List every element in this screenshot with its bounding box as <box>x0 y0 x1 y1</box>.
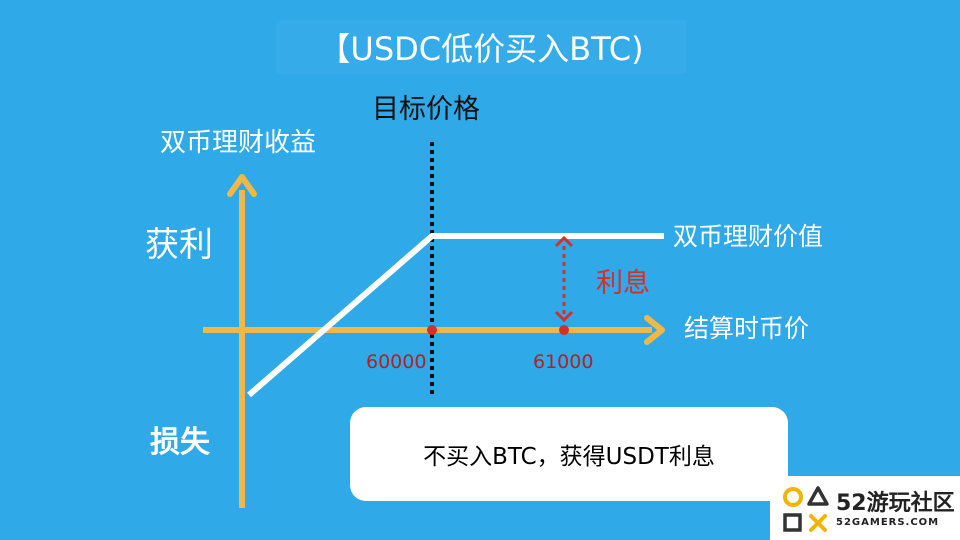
interest-arrow-bottom <box>554 310 574 323</box>
interest-arrow-top <box>554 235 574 248</box>
price-label-60000: 60000 <box>366 351 427 373</box>
price-label-61000: 61000 <box>533 351 594 373</box>
profit-label: 获利 <box>145 225 213 265</box>
brand-watermark: 52游玩社区 52GAMERS.COM <box>770 476 960 540</box>
price-point-61000 <box>559 325 569 335</box>
loss-label: 损失 <box>150 425 210 460</box>
title-banner: 【USDC低价买入BTC) <box>276 20 686 74</box>
page-title: 【USDC低价买入BTC) <box>318 30 644 68</box>
y-axis-label: 双币理财收益 <box>160 128 317 158</box>
payoff-line <box>247 233 664 398</box>
playstation-buttons-icon <box>783 486 829 532</box>
price-point-60000 <box>427 325 437 335</box>
brand-url: 52GAMERS.COM <box>836 517 940 528</box>
brand-name: 52游玩社区 <box>836 491 955 516</box>
y-axis-arrowhead <box>227 174 257 197</box>
target-price-label: 目标价格 <box>372 94 480 125</box>
note-text: 不买入BTC，获得USDT利息 <box>423 444 715 470</box>
value-line-label: 双币理财价值 <box>673 222 824 251</box>
interest-label: 利息 <box>596 268 650 299</box>
note-box: 不买入BTC，获得USDT利息 <box>350 407 788 501</box>
x-axis-arrowhead <box>644 315 665 345</box>
x-axis-label: 结算时币价 <box>684 314 810 343</box>
